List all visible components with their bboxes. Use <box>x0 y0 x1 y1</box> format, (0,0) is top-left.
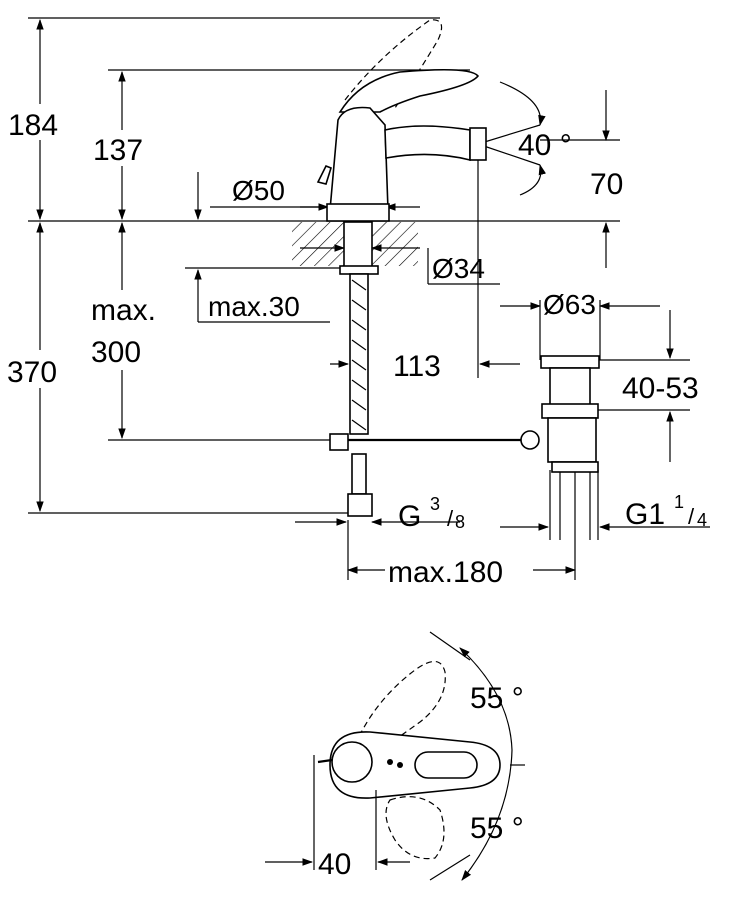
dim-137-label: 137 <box>93 134 143 167</box>
thread-g114-numerator: 1 <box>674 492 684 512</box>
dim-70-label: 70 <box>590 168 623 201</box>
thread-g38-numerator: 3 <box>430 494 440 514</box>
dim-dia34-label: Ø34 <box>432 253 485 284</box>
dim-dia63-label: Ø63 <box>543 289 596 320</box>
dim-dia50-label: Ø50 <box>232 175 285 206</box>
dim-max300-label-1: max. <box>91 294 156 327</box>
mounting-deck <box>292 222 418 266</box>
dim-max180-label: max.180 <box>388 556 503 589</box>
svg-text:/: / <box>688 504 695 529</box>
dim-184-label: 184 <box>8 109 58 142</box>
drain-waste <box>540 355 600 540</box>
dim-max300-label-2: 300 <box>91 336 141 369</box>
angle-55-top-label: 55 ° <box>470 682 524 715</box>
dim-113-label: 113 <box>393 350 441 383</box>
angle-55-bottom-label: 55 ° <box>470 812 524 845</box>
svg-text:/: / <box>447 506 454 531</box>
thread-g38-denominator: 8 <box>455 512 465 532</box>
dim-40-53-label: 40-53 <box>622 372 699 405</box>
side-view: 184 137 370 max. 300 max.30 Ø50 Ø34 <box>4 17 710 589</box>
thread-g38-label: G <box>398 500 421 533</box>
dim-max30-label: max.30 <box>208 291 300 322</box>
thread-g114-denominator: 4 <box>697 510 707 530</box>
dim-40-top-label: 40 <box>318 848 351 881</box>
faucet-body <box>316 19 540 517</box>
thread-g114-label: G1 <box>625 498 665 531</box>
top-view: 40 55 ° 55 ° <box>265 631 525 881</box>
dim-370-label: 370 <box>7 356 57 389</box>
extension-lines <box>28 17 690 580</box>
dim-angle40-label: 40 ° <box>518 129 572 162</box>
